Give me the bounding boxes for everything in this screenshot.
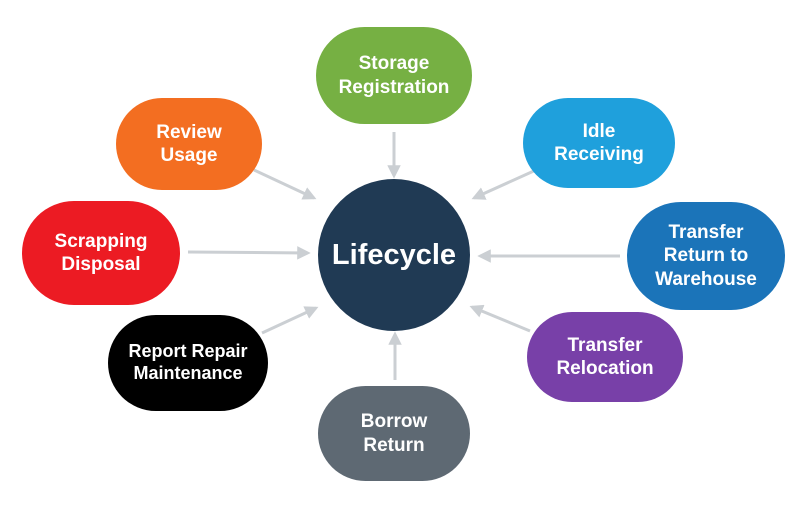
center-lifecycle-node: Lifecycle [318,179,470,331]
node-storage-registration: Storage Registration [316,27,472,124]
arrow-report-repair-to-center [261,306,319,335]
node-storage-registration-label: Storage Registration [338,53,450,98]
node-report-repair-maintenance: Report Repair Maintenance [108,315,268,411]
arrow-idle-receiving-to-center [471,168,537,200]
node-scrapping-disposal-label: Scrapping Disposal [54,230,148,275]
node-borrow-return-label: Borrow Return [360,411,428,456]
node-transfer-return-to-warehouse: Transfer Return to Warehouse [627,202,785,310]
node-idle-receiving: Idle Receiving [523,98,675,188]
node-review-usage: Review Usage [116,98,262,190]
node-report-repair-maintenance-label: Report Repair Maintenance [128,341,248,383]
node-transfer-return-to-warehouse-label: Transfer Return to Warehouse [655,222,757,290]
arrow-review-usage-to-center [253,168,317,200]
center-lifecycle-label: Lifecycle [331,238,457,271]
node-idle-receiving-label: Idle Receiving [554,120,644,165]
arrow-relocation-to-center [469,304,531,333]
node-scrapping-disposal: Scrapping Disposal [22,201,180,305]
arrow-scrapping-to-center [187,246,311,260]
node-borrow-return: Borrow Return [318,386,470,481]
node-transfer-relocation: Transfer Relocation [527,312,683,402]
node-transfer-relocation-label: Transfer Relocation [556,334,654,379]
node-review-usage-label: Review Usage [156,121,222,166]
